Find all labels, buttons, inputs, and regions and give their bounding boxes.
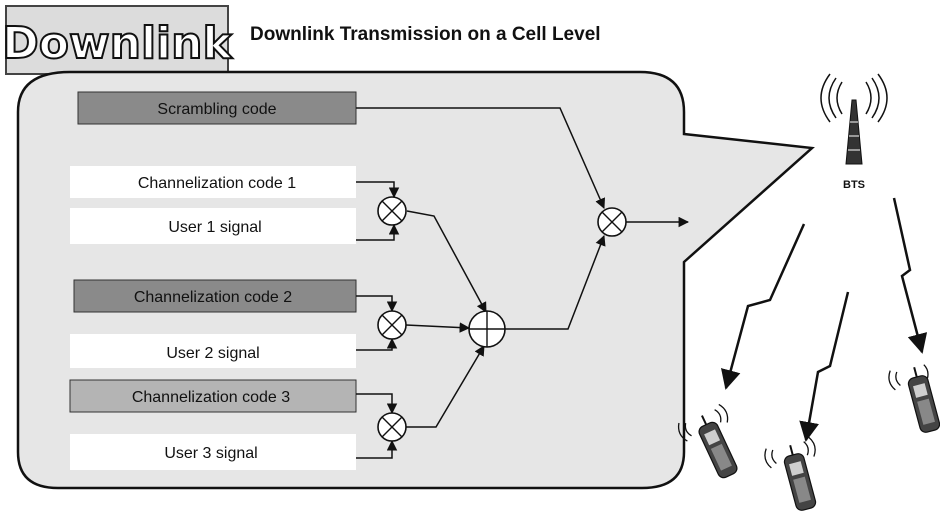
channelization-code-1-box [70, 166, 356, 198]
channelization-code-3-label: Channelization code 3 [132, 389, 290, 406]
channelization-code-1-label: Channelization code 1 [138, 175, 296, 192]
user-2-signal-box [70, 334, 356, 368]
user-3-signal-label: User 3 signal [164, 445, 257, 462]
bts-label: BTS [843, 179, 865, 191]
channelization-code-2-box [73, 279, 357, 313]
logo-text: Downlink [2, 18, 233, 69]
wires [356, 107, 690, 459]
antenna-tower-icon [820, 73, 888, 165]
lightning-arrow-icon [892, 197, 928, 354]
multiplier-icon [597, 207, 627, 237]
lightning-arrow-icon [799, 291, 850, 442]
mobile-phone-icon [677, 403, 738, 479]
logo: Downlink [1, 5, 234, 75]
multiplier-icon [377, 310, 407, 340]
channelization-code-2-label: Channelization code 2 [134, 289, 292, 306]
scrambling-code-label: Scrambling code [157, 101, 276, 118]
user-1-signal-box [70, 208, 356, 244]
multiplier-icon [377, 412, 407, 442]
mobile-phone-icon [888, 364, 940, 433]
adder-icon [468, 310, 506, 348]
page-title: Downlink Transmission on a Cell Level [250, 24, 601, 45]
user-1-signal-label: User 1 signal [168, 219, 261, 236]
scrambling-code-box [77, 91, 357, 125]
user-2-signal-label: User 2 signal [166, 345, 259, 362]
radio-links [721, 197, 928, 442]
mobile-phone-icon [764, 436, 817, 511]
lightning-arrow-icon [721, 223, 806, 390]
multiplier-icon [377, 196, 407, 226]
channelization-code-3-box [69, 379, 357, 413]
user-3-signal-box [70, 434, 356, 470]
